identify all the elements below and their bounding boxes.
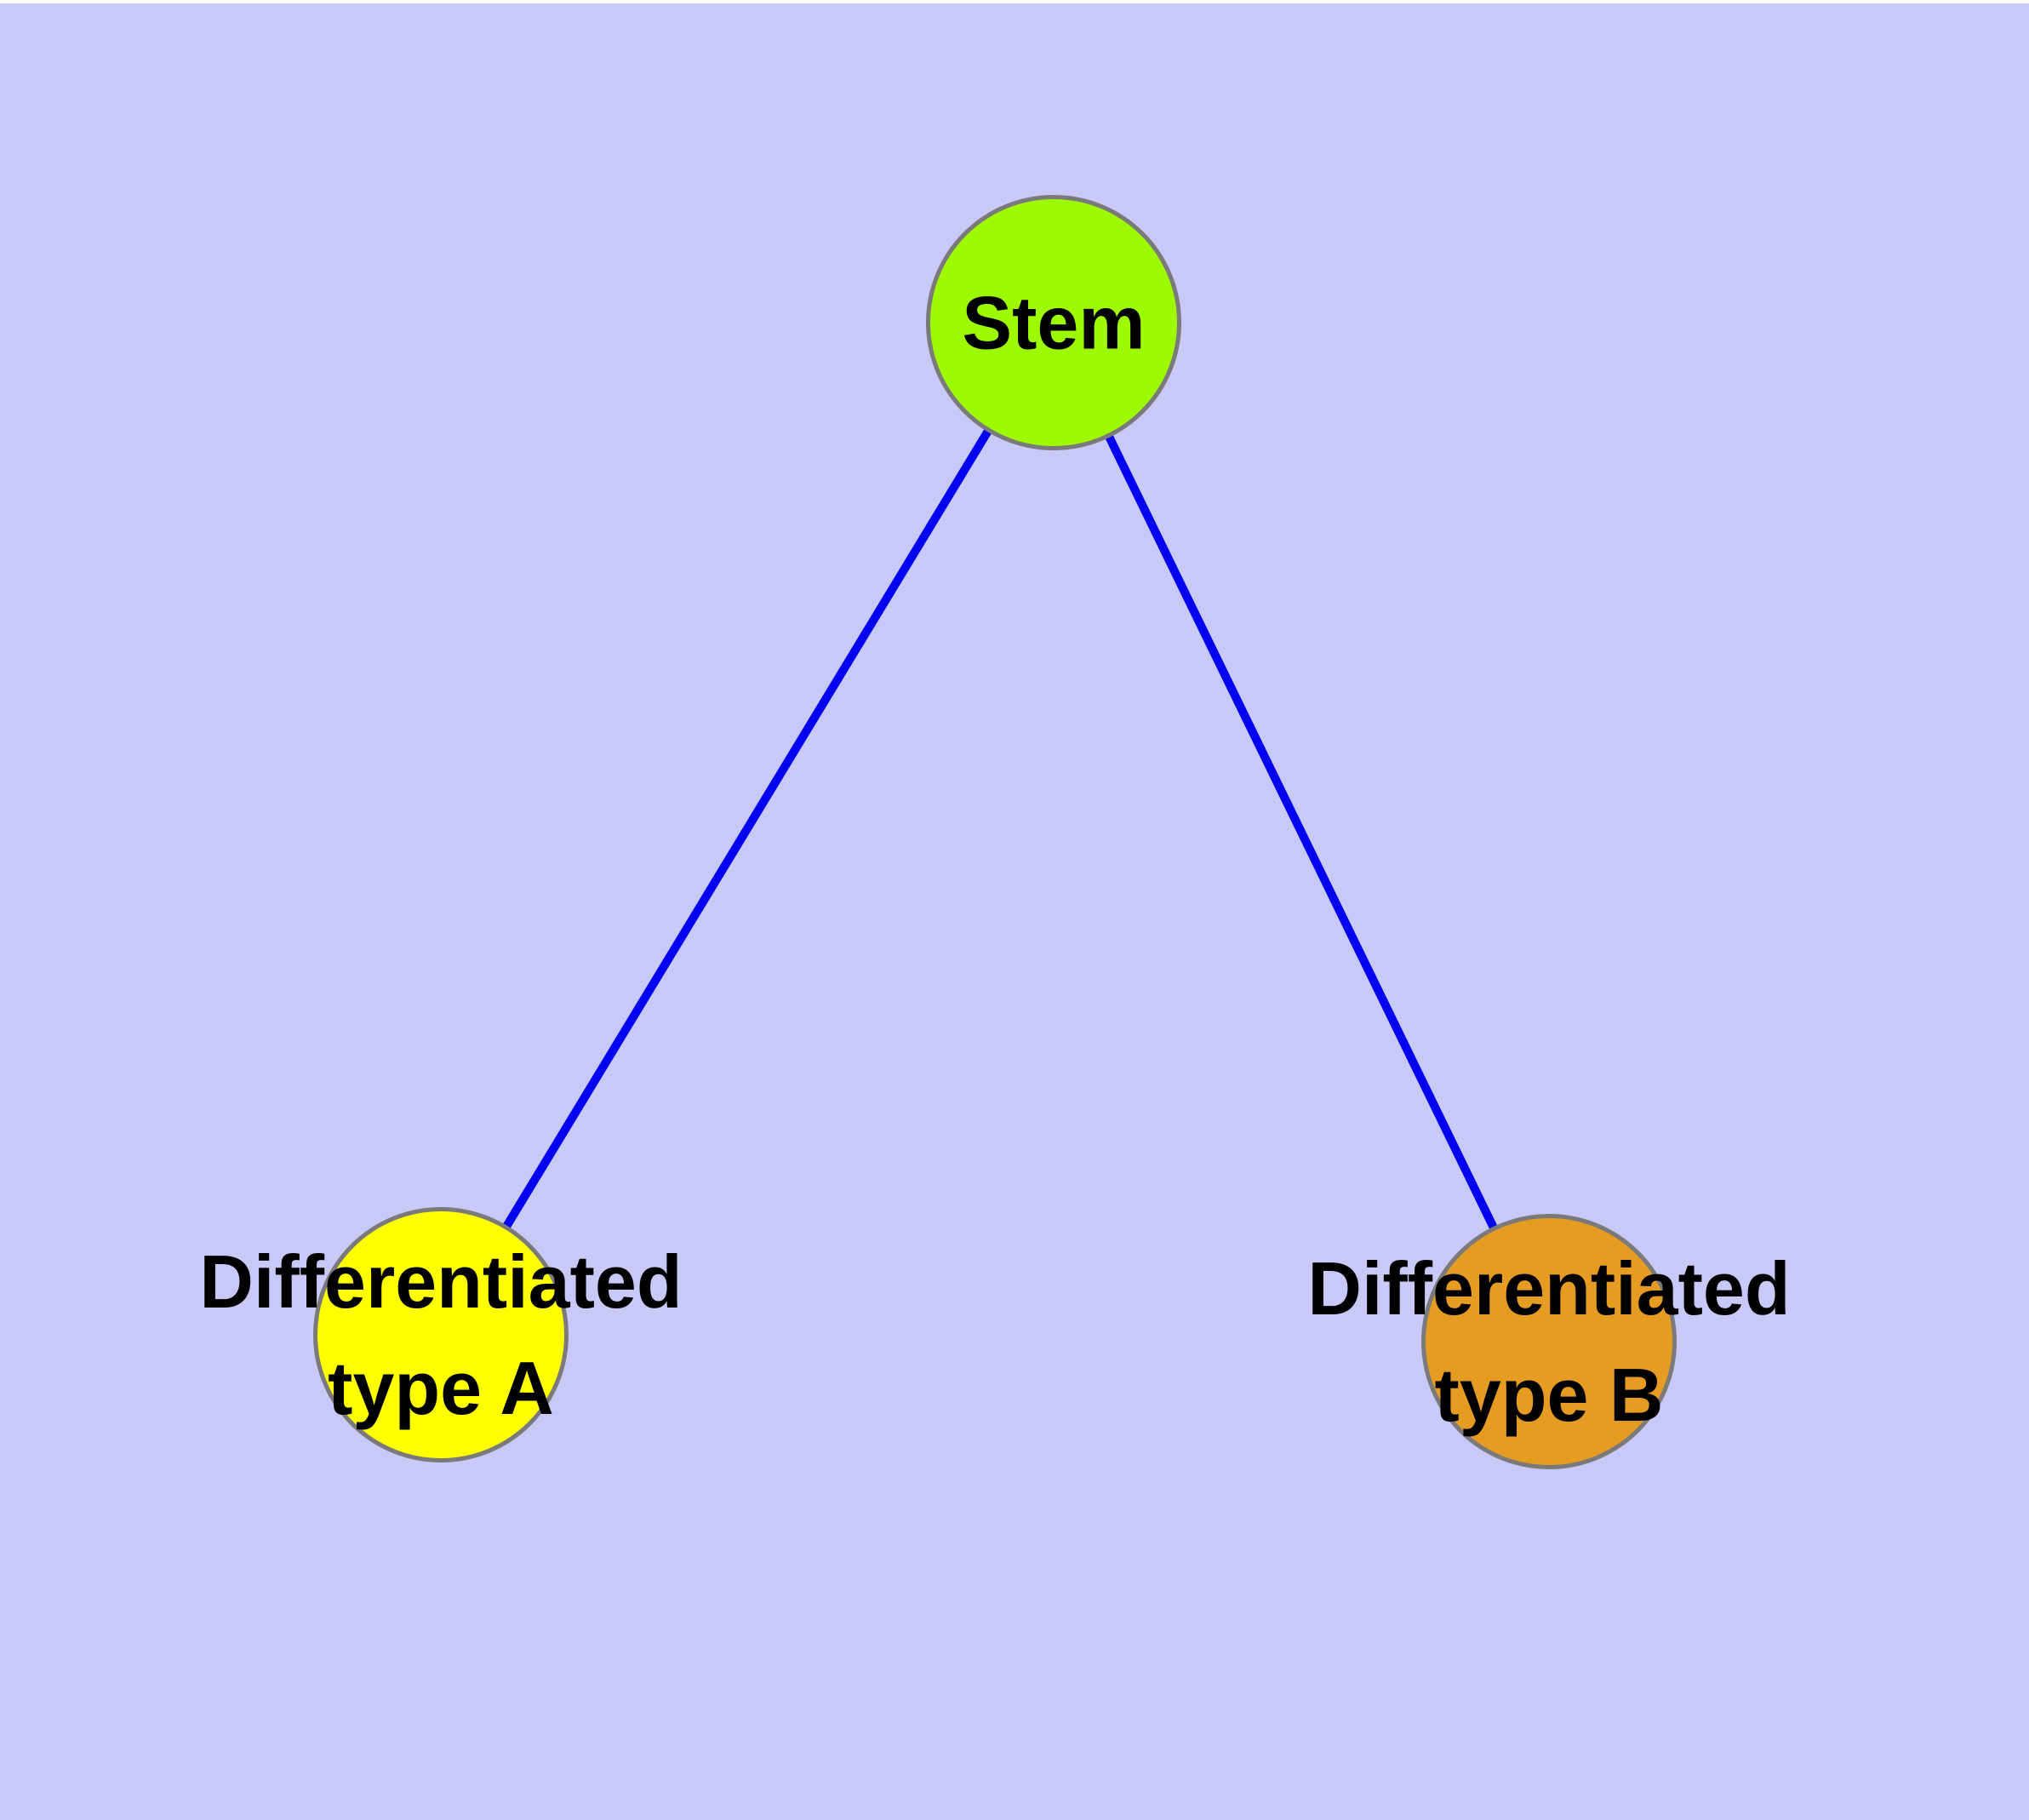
edge-layer	[437, 320, 1553, 1344]
edge-stem-to-type-a	[437, 320, 1058, 1337]
edge-stem-to-type-b	[1049, 320, 1553, 1344]
node-differentiated-type-b: Differentiated type B	[1307, 1214, 1791, 1469]
node-differentiated-type-a: Differentiated type A	[199, 1207, 683, 1462]
diagram-canvas: Stem Differentiated type A Differentiate…	[0, 3, 2029, 1820]
node-stem: Stem	[926, 195, 1181, 450]
node-stem-label: Stem	[962, 280, 1146, 365]
